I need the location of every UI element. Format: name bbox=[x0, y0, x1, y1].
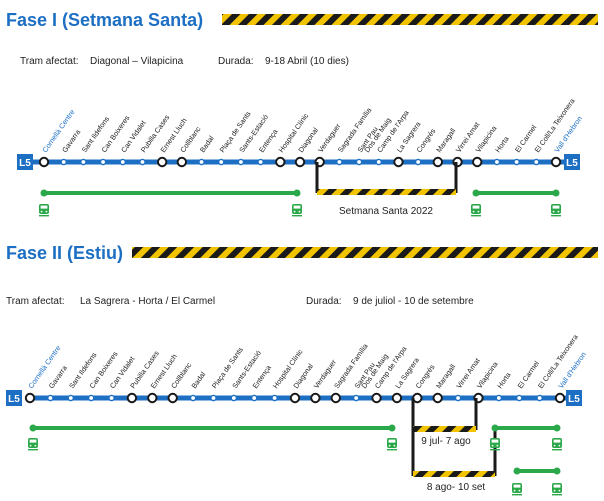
phase2-closure2-bar bbox=[413, 471, 495, 477]
svg-text:L5: L5 bbox=[566, 158, 578, 169]
station-dot-sants-estacio bbox=[230, 394, 238, 402]
station-dot-el-coll-la-teixonera bbox=[533, 158, 540, 166]
station-dot-cornella-centre bbox=[38, 156, 50, 168]
station-dot-gavarra bbox=[60, 158, 67, 166]
train-icon bbox=[28, 438, 38, 451]
station-dot-el-carmel bbox=[515, 394, 523, 402]
station-dot-placa-de-sants bbox=[217, 158, 225, 166]
station-dot-badal bbox=[198, 158, 205, 166]
phase2-durada-value: 9 de juliol - 10 de setembre bbox=[353, 296, 474, 307]
train-icon bbox=[512, 483, 522, 496]
station-dot-ernest-lluch bbox=[156, 156, 168, 168]
station-dot-gavarra bbox=[47, 394, 54, 402]
phase1-badge-left: L5 bbox=[17, 154, 33, 170]
station-dot-sant-pau-dos-de-maig bbox=[355, 158, 363, 166]
phase1-badge-right: L5 bbox=[564, 154, 580, 170]
station-dot-ernest-lluch bbox=[147, 392, 158, 404]
phase2-badge-right: L5 bbox=[566, 390, 582, 406]
train-icon bbox=[292, 204, 302, 217]
phase2-closure2-label: 8 ago- 10 set bbox=[427, 482, 486, 493]
phase1-durada-value: 9-18 Abril (10 dies) bbox=[265, 56, 349, 67]
station-dot-maragall bbox=[432, 156, 444, 168]
svg-text:L5: L5 bbox=[19, 158, 31, 169]
station-dot-entenca bbox=[250, 394, 258, 402]
station-dot-virrei-amat bbox=[454, 394, 462, 402]
station-dot-camp-de-l-arpa bbox=[375, 158, 383, 166]
station-dot-verdaguer bbox=[310, 392, 321, 404]
station-dot-collblanc bbox=[176, 156, 188, 168]
station-dot-cornella-centre bbox=[24, 392, 36, 404]
svg-text:L5: L5 bbox=[8, 394, 20, 405]
station-dot-badal bbox=[189, 394, 197, 402]
station-dot-camp-de-l-arpa bbox=[371, 392, 382, 404]
phase2-closure1-bar bbox=[413, 426, 476, 432]
station-dot-vall-d-hebron bbox=[550, 156, 562, 168]
station-dot-collblanc bbox=[167, 392, 178, 404]
station-dot-hospital-clinic bbox=[275, 156, 286, 168]
phase1-closure-bar bbox=[317, 189, 456, 195]
phase2-durada-label: Durada: bbox=[306, 296, 342, 307]
station-dot-can-vidalet bbox=[119, 158, 127, 166]
station-dot-vilapicina bbox=[472, 156, 483, 168]
phase1-title: Fase I (Setmana Santa) bbox=[6, 10, 203, 30]
station-dot-diagonal bbox=[294, 156, 306, 168]
phase1-tram-value: Diagonal – Vilapicina bbox=[90, 56, 184, 67]
station-dot-sant-ildefons bbox=[67, 394, 75, 402]
phase2-badge-left: L5 bbox=[6, 390, 22, 406]
station-dot-diagonal bbox=[289, 392, 301, 404]
station-dot-la-sagrera bbox=[393, 156, 404, 168]
station-dot-maragall bbox=[432, 392, 443, 404]
station-label-horta: Horta bbox=[493, 135, 510, 155]
station-dot-hospital-clinic bbox=[271, 394, 278, 402]
station-dot-pubilla-cases bbox=[126, 392, 138, 404]
station-dot-vall-d-hebron bbox=[554, 392, 566, 404]
phase2-tram-value: La Sagrera - Horta / El Carmel bbox=[80, 296, 215, 307]
station-dot-horta bbox=[495, 394, 503, 402]
station-dot-el-carmel bbox=[513, 158, 520, 166]
phase2-closure1-label: 9 jul- 7 ago bbox=[421, 436, 471, 447]
station-dot-placa-de-sants bbox=[210, 394, 217, 402]
station-dot-can-boixeres bbox=[87, 394, 95, 402]
train-icon bbox=[39, 204, 49, 217]
station-dot-sant-pau-dos-de-maig bbox=[352, 394, 360, 402]
station-label-maragall: Maragall bbox=[434, 362, 457, 390]
phase2-hazard-stripe bbox=[132, 247, 598, 258]
station-dot-sants-estacio bbox=[237, 158, 245, 166]
station-dot-can-vidalet bbox=[108, 394, 115, 402]
train-icon bbox=[387, 438, 397, 451]
station-label-entenca: Entença bbox=[250, 363, 273, 390]
station-dot-sagrada-familia bbox=[336, 158, 343, 166]
station-dot-sant-ildefons bbox=[80, 158, 87, 166]
phase1-section: Fase I (Setmana Santa) Tram afectat: Dia… bbox=[6, 10, 598, 217]
phase1-hazard-stripe bbox=[222, 14, 598, 25]
train-icon bbox=[551, 204, 561, 217]
station-dot-can-boixeres bbox=[99, 158, 107, 166]
phase1-station-dots bbox=[38, 156, 562, 168]
phase1-tram-label: Tram afectat: bbox=[20, 56, 79, 67]
station-dot-congres bbox=[414, 158, 422, 166]
phase2-station-dots bbox=[24, 392, 566, 404]
train-icon bbox=[471, 204, 481, 217]
station-dot-horta bbox=[493, 158, 501, 166]
station-dot-entenca bbox=[257, 158, 264, 166]
station-label-badal: Badal bbox=[189, 370, 207, 391]
station-dot-el-coll-la-teixonera bbox=[536, 394, 543, 402]
svg-text:L5: L5 bbox=[568, 394, 580, 405]
station-dot-la-sagrera bbox=[391, 392, 403, 404]
phase2-tram-label: Tram afectat: bbox=[6, 296, 65, 307]
train-icon bbox=[552, 438, 562, 451]
phase2-title: Fase II (Estiu) bbox=[6, 243, 123, 263]
phase1-durada-label: Durada: bbox=[218, 56, 254, 67]
station-dot-sagrada-familia bbox=[330, 392, 341, 404]
station-label-gavarra: Gavarra bbox=[47, 364, 69, 390]
phase2-section: Fase II (Estiu) Tram afectat: La Sagrera… bbox=[6, 243, 598, 496]
train-icon bbox=[552, 483, 562, 496]
station-dot-pubilla-cases bbox=[139, 158, 146, 166]
station-label-badal: Badal bbox=[198, 134, 216, 155]
station-label-horta: Horta bbox=[495, 371, 512, 391]
phase1-closure-label: Setmana Santa 2022 bbox=[339, 206, 433, 217]
